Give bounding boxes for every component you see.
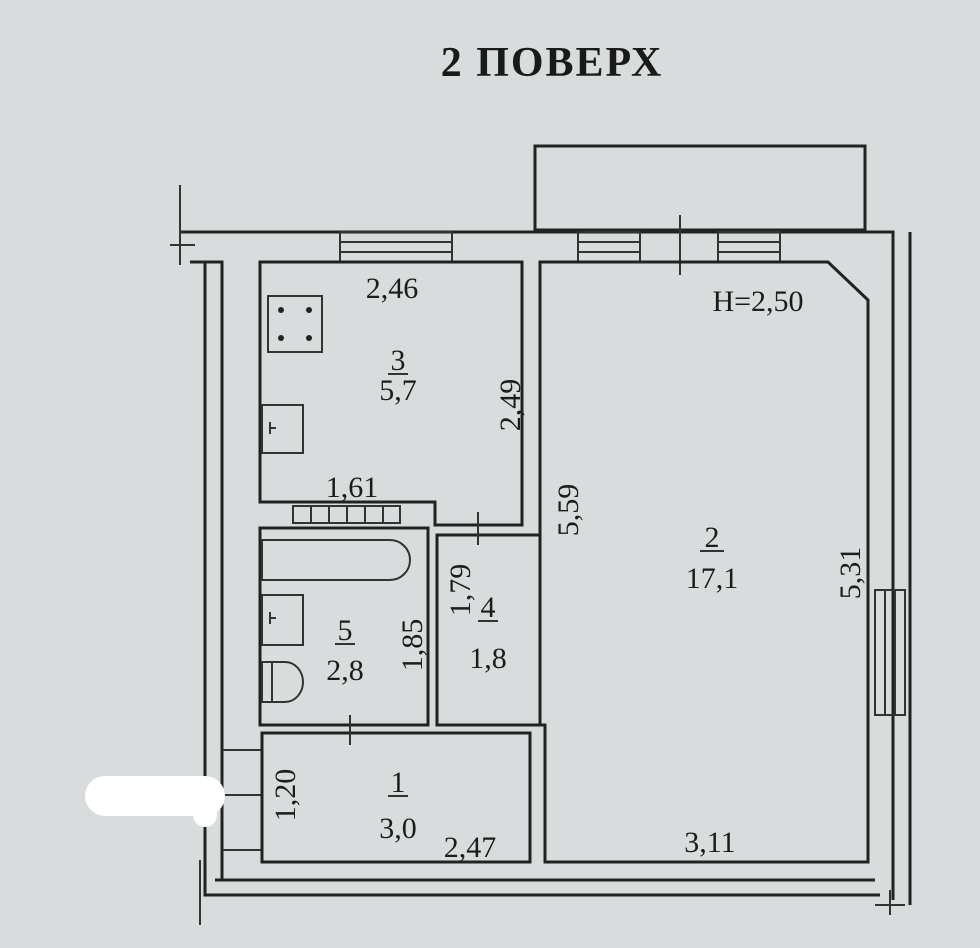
dim-bath-height: 1,85 bbox=[396, 619, 429, 672]
room-2-number: 2 bbox=[705, 521, 720, 554]
room-2-area: 17,1 bbox=[686, 562, 739, 595]
balcony bbox=[533, 144, 867, 232]
room-3-number: 3 bbox=[391, 344, 406, 377]
dim-room2-bottom: 3,11 bbox=[684, 826, 735, 859]
stove-icon bbox=[267, 295, 323, 353]
fixtures bbox=[261, 295, 411, 703]
dim-kitchen-width: 2,46 bbox=[366, 272, 419, 305]
kitchen-sink-icon bbox=[261, 404, 304, 454]
room-5-area: 2,8 bbox=[326, 654, 364, 687]
ceiling-height: H=2,50 bbox=[712, 285, 803, 318]
radiator-icon bbox=[292, 505, 401, 524]
room-4-number: 4 bbox=[481, 591, 496, 624]
toilet-icon bbox=[261, 661, 304, 703]
dim-hall-height: 1,20 bbox=[269, 769, 302, 822]
room-3-area: 5,7 bbox=[379, 374, 417, 407]
dim-kitchen-bottom: 1,61 bbox=[326, 471, 379, 504]
room-1-hall bbox=[260, 731, 532, 864]
dim-room2-left: 5,59 bbox=[552, 484, 585, 537]
room-5-number: 5 bbox=[338, 614, 353, 647]
labels: 2,46 3 5,7 2,49 1,61 5,59 H=2,50 2 17,1 … bbox=[269, 272, 867, 864]
room-4-area: 1,8 bbox=[469, 642, 507, 675]
windows bbox=[339, 231, 906, 716]
dim-hall-width: 2,47 bbox=[444, 831, 497, 864]
room-4-corridor bbox=[435, 533, 542, 727]
redaction-mark bbox=[85, 776, 225, 827]
dim-corridor-height: 1,79 bbox=[444, 564, 477, 617]
plan-title: 2 ПОВЕРХ bbox=[441, 40, 664, 86]
bathtub-icon bbox=[261, 539, 411, 581]
room-5-bathroom bbox=[258, 526, 430, 727]
dim-room2-right: 5,31 bbox=[834, 547, 867, 600]
rooms bbox=[258, 260, 870, 864]
room-1-number: 1 bbox=[391, 766, 406, 799]
dim-kitchen-depth: 2,49 bbox=[494, 379, 527, 432]
room-1-area: 3,0 bbox=[379, 812, 417, 845]
room-3-kitchen bbox=[258, 260, 524, 527]
bath-sink-icon bbox=[261, 594, 304, 646]
